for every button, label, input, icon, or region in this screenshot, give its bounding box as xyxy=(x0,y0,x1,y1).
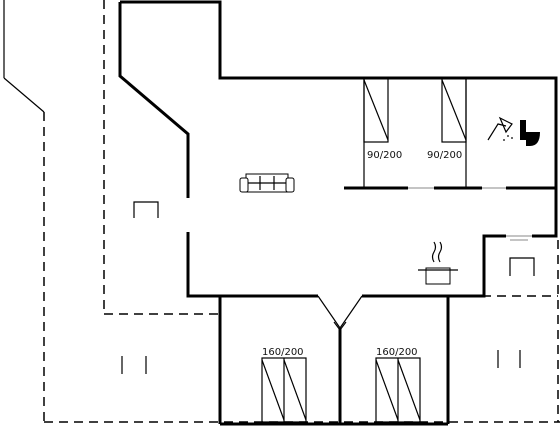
sofa-arm xyxy=(285,177,295,193)
bed-size-label: 160/200 xyxy=(376,347,418,358)
toilet-icon xyxy=(520,120,540,146)
bed-frame xyxy=(363,77,389,143)
sofa-icon xyxy=(239,173,295,193)
bed-size-label: 160/200 xyxy=(262,347,304,358)
stove-icon xyxy=(133,201,159,218)
bed-diagonal xyxy=(363,79,389,141)
wall xyxy=(120,0,558,238)
outline-line xyxy=(3,77,45,113)
hall-wall xyxy=(333,321,341,331)
bed-diagonal xyxy=(441,79,467,141)
hall-wall xyxy=(339,295,363,329)
steam-line xyxy=(431,241,437,263)
stove-icon xyxy=(509,257,535,276)
water-drop xyxy=(507,135,509,137)
bed-90-2: 90/200 xyxy=(427,77,467,161)
toilet-bowl xyxy=(526,132,540,146)
walls xyxy=(118,0,558,426)
water-drop xyxy=(503,139,505,141)
water-drop xyxy=(511,137,513,139)
bed-160-1: 160/200 xyxy=(261,347,307,423)
wall xyxy=(118,2,190,198)
bed-frame xyxy=(441,77,467,143)
pot-body xyxy=(425,267,451,285)
bed-diagonal xyxy=(261,359,285,421)
cooking-pot-icon xyxy=(418,241,458,285)
shower-head xyxy=(498,116,513,134)
bed-size-label: 90/200 xyxy=(427,150,462,161)
bed-size-label: 90/200 xyxy=(367,150,402,161)
bed-160-2: 160/200 xyxy=(375,347,421,423)
outer-dashed-outline xyxy=(3,0,560,423)
bed-diagonal xyxy=(375,359,399,421)
stove-outline xyxy=(133,201,159,218)
toilet-tank xyxy=(520,120,526,140)
shower-icon xyxy=(487,116,513,141)
bed-diagonal xyxy=(283,359,307,421)
hall-wall xyxy=(339,321,347,331)
hall-wall xyxy=(317,295,341,329)
wall xyxy=(362,234,506,298)
bed-diagonal xyxy=(397,359,421,421)
stove-outline xyxy=(509,257,535,276)
wall xyxy=(186,232,318,298)
bed-90-1: 90/200 xyxy=(363,77,402,161)
steam-line xyxy=(437,241,443,263)
sofa-arm xyxy=(239,177,249,193)
